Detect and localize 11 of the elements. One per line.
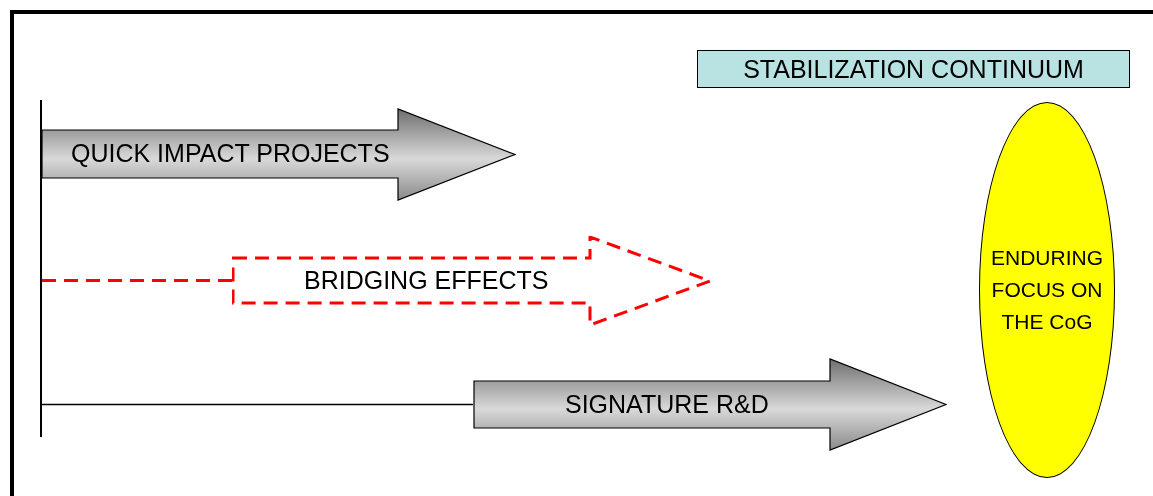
ellipse: ENDURING FOCUS ON THE CoG xyxy=(979,102,1115,478)
vertical-line xyxy=(40,100,42,437)
connector-line xyxy=(41,403,474,406)
connector-line xyxy=(42,279,232,282)
title-box: STABILIZATION CONTINUUM xyxy=(697,50,1130,88)
dashed-pointed-banner xyxy=(232,236,711,326)
pointed-banner xyxy=(41,108,516,201)
arrow-label: SIGNATURE R&D xyxy=(565,391,769,417)
pointed-banner xyxy=(473,358,947,451)
arrow-label: QUICK IMPACT PROJECTS xyxy=(71,141,390,166)
arrow-label: BRIDGING EFFECTS xyxy=(304,267,549,293)
